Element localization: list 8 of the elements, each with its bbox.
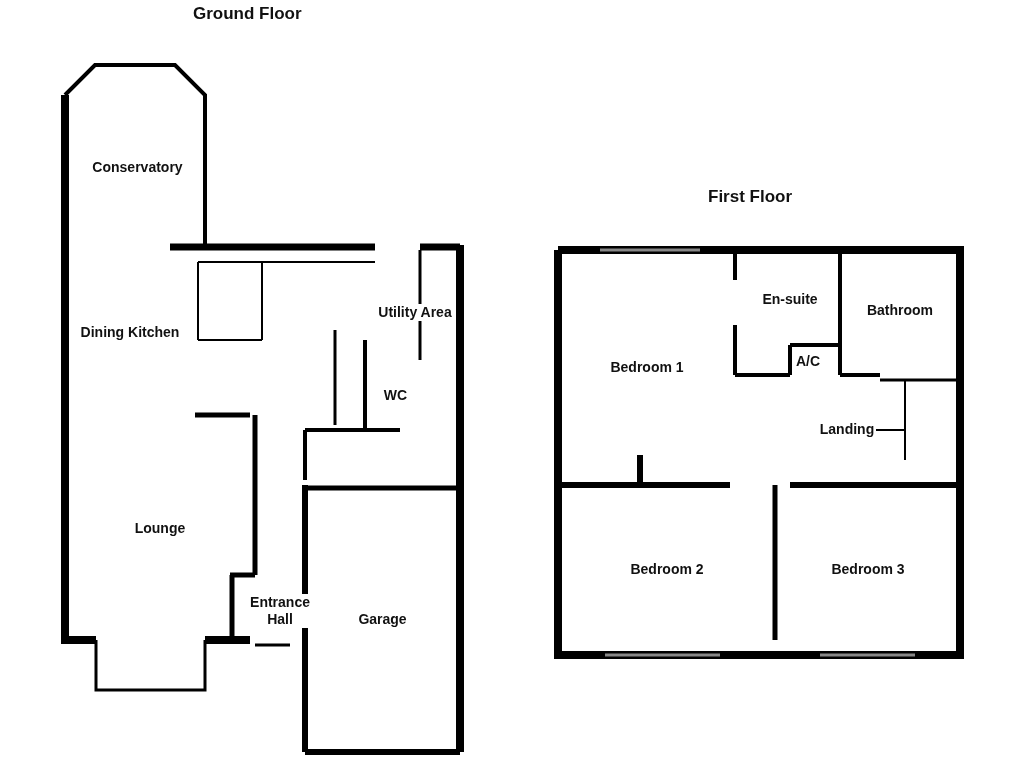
room-label: Utility Area (376, 304, 454, 321)
room-label: Garage (356, 611, 409, 628)
floor-title: Ground Floor (193, 4, 302, 24)
room-label: Dining Kitchen (78, 324, 182, 341)
room-label: Landing (817, 420, 877, 438)
room-label: Entrance Hall (248, 593, 312, 628)
floor-title: First Floor (708, 187, 793, 207)
room-label: Conservatory (90, 159, 185, 176)
